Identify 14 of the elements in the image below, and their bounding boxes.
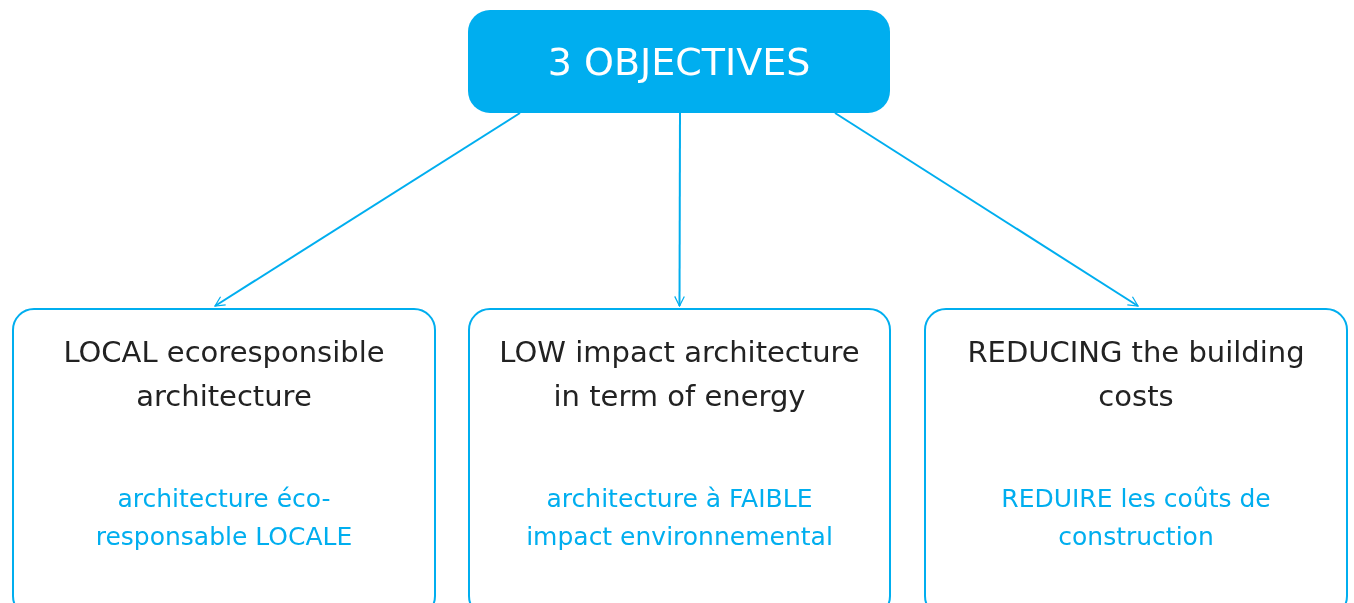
objective-heading: LOCAL ecoresponsible architecture [62,334,386,415]
arrow [834,112,1139,307]
objective-translation: REDUIRE les coûts de construction [1000,483,1272,553]
title-text: 3 OBJECTIVES [547,42,811,81]
objective-box [468,308,891,603]
objective-heading: LOW impact architecture in term of energy [498,334,861,415]
objective-box [924,308,1348,603]
arrow [214,112,521,307]
title-box [468,10,890,113]
objective-box [12,308,436,603]
objective-heading: REDUCING the building costs [966,334,1306,415]
objective-translation: architecture éco-responsable LOCALE [94,483,354,553]
arrow [674,112,685,307]
objective-translation: architecture à FAIBLE impact environnemental [525,483,834,553]
